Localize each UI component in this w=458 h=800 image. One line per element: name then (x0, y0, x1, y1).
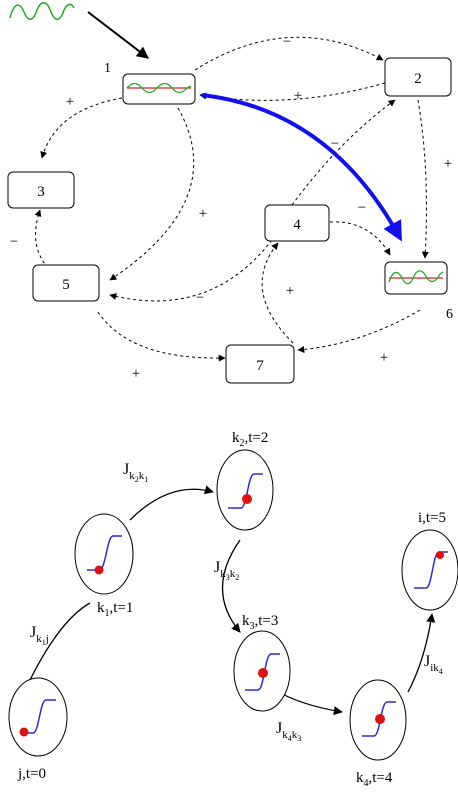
sign-edge-7-4: + (286, 283, 294, 299)
node-4-label: 4 (293, 217, 301, 233)
state-dot (258, 668, 268, 678)
node-5: 5 (32, 264, 100, 302)
state-dot (375, 714, 385, 724)
edge-1-2 (194, 36, 384, 71)
input-arrow (87, 11, 149, 59)
node-6: 6 (384, 261, 453, 322)
sign-edge-6-7: + (380, 350, 388, 366)
edge-1-5 (109, 107, 195, 281)
sign-edge-4-5: − (196, 290, 204, 306)
neuron-k2: k2,t=2 (216, 430, 274, 531)
edge-5-3 (34, 209, 49, 269)
neuron-k4-label: k4,t=4 (356, 770, 393, 789)
neuron-i: i,t=5 (401, 510, 458, 611)
edge-4-5 (109, 239, 273, 302)
node-5-label: 5 (62, 277, 70, 293)
link-j-k1 (29, 602, 91, 681)
neuron-k3-label: k3,t=3 (242, 613, 278, 632)
node-7-label: 7 (256, 358, 264, 374)
neuron-i-label: i,t=5 (418, 510, 446, 526)
node-6-label: 6 (446, 307, 453, 322)
edge-2-6 (417, 99, 429, 259)
node-2: 2 (384, 57, 452, 97)
coupling-k3-k2: Jk3k2 (214, 559, 239, 582)
state-dot (94, 565, 104, 575)
node-1-label: 1 (104, 61, 111, 76)
sign-edge-2-1: + (294, 88, 302, 104)
sign-edge-1-2: − (283, 34, 291, 50)
neuron-k1: k1,t=1 (74, 513, 134, 619)
sign-edge-1-3: + (66, 94, 74, 110)
node-3: 3 (7, 171, 75, 209)
edge-1-3 (40, 97, 123, 159)
sign-edge-1-5: + (199, 206, 207, 222)
node-4: 4 (264, 204, 330, 242)
edge-7-4 (261, 242, 294, 344)
neuron-j: j,t=0 (8, 677, 68, 782)
coupling-i-k4: Jik4 (424, 653, 443, 676)
sign-edge-2-6: + (444, 156, 452, 172)
state-dot (242, 494, 252, 504)
node-7: 7 (225, 344, 295, 384)
edge-6-7 (297, 309, 421, 353)
regulatory-network: 1 2 3 4 5 6 7 − + + + (7, 2, 453, 384)
node-3-label: 3 (37, 184, 45, 200)
neuron-k3: k3,t=3 (233, 613, 291, 712)
link-k4-i (407, 613, 436, 693)
neuron-k4: k4,t=4 (349, 679, 407, 789)
edge-4-6 (329, 221, 391, 256)
sign-edge-4-2: − (331, 136, 339, 152)
highlight-arrow-1-6 (201, 93, 402, 242)
edge-5-7 (97, 311, 226, 362)
link-k1-k2 (129, 485, 214, 521)
neuron-k1-label: k1,t=1 (97, 600, 133, 619)
state-dot (436, 551, 444, 559)
sign-edge-4-6: − (358, 200, 366, 216)
neuron-j-label: j,t=0 (17, 766, 46, 782)
edge-4-2 (291, 99, 396, 206)
coupling-k2-k1: Jk2k1 (123, 461, 148, 484)
coupling-k1-j: Jk1j (30, 624, 49, 647)
node-1: 1 (104, 61, 196, 105)
neuron-k2-label: k2,t=2 (232, 430, 268, 449)
link-k2-k3 (221, 539, 241, 633)
node-2-label: 2 (414, 71, 422, 87)
trajectory-path: j,t=0 k1,t=1 k2,t=2 k3,t=3 k (8, 430, 458, 789)
sign-edge-5-3: − (10, 234, 18, 250)
sign-edge-5-7: + (132, 366, 140, 382)
input-wave-icon (9, 2, 75, 20)
state-dot (19, 727, 29, 737)
coupling-k4-k3: Jk4k3 (276, 720, 301, 743)
